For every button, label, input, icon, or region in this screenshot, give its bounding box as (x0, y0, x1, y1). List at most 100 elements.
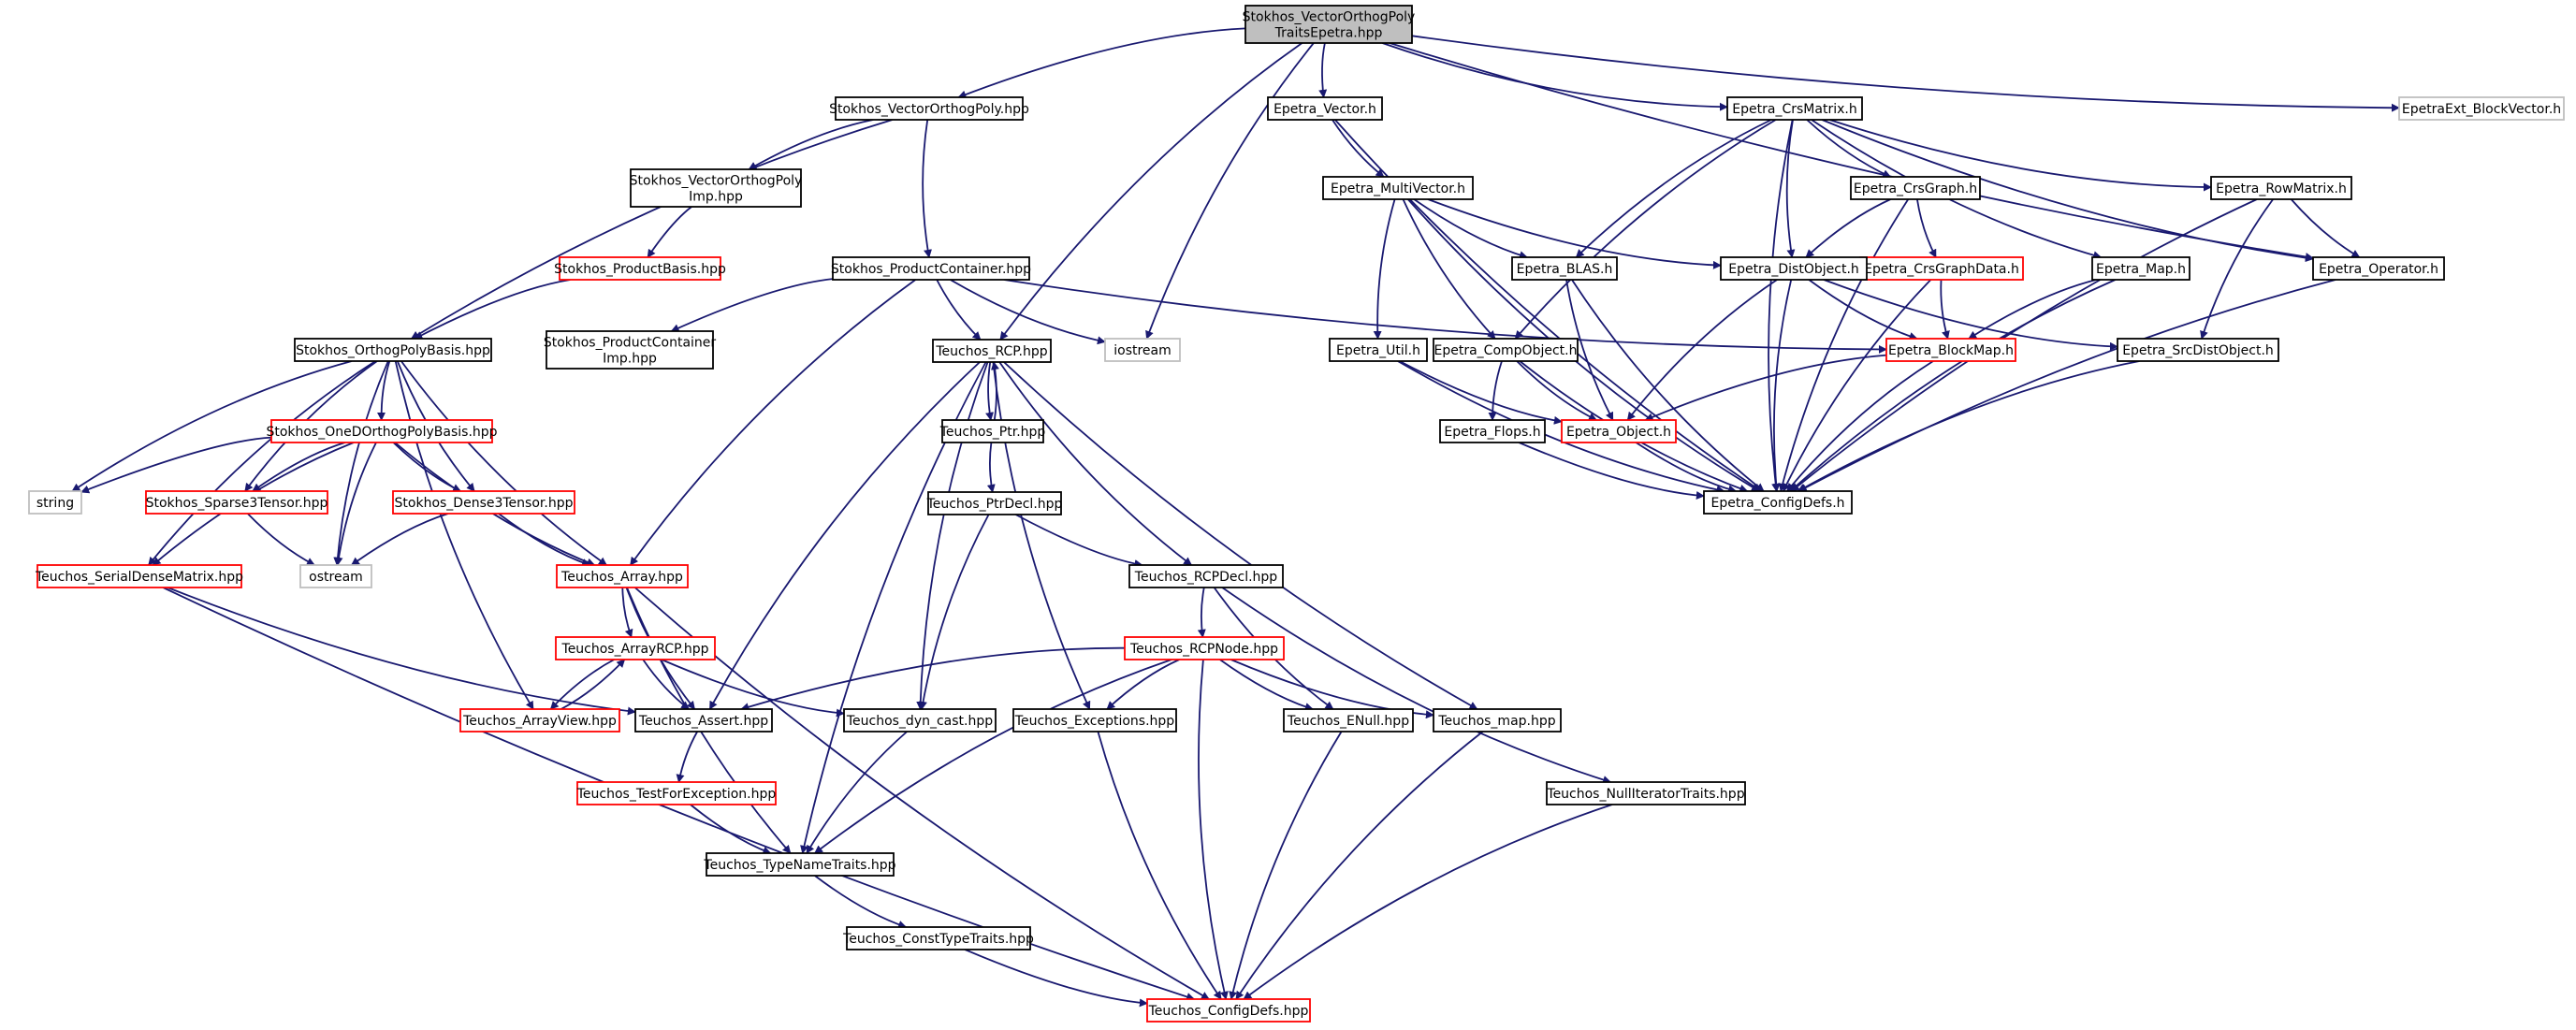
node-arrayrcp-label: Teuchos_ArrayRCP.hpp (561, 642, 709, 657)
node-object[interactable]: Epetra_Object.h (1561, 419, 1677, 443)
edge-ptr-to-ptrdecl (986, 442, 996, 493)
node-vop[interactable]: Stokhos_VectorOrthogPoly.hpp (829, 96, 1029, 121)
node-orthog-box (294, 338, 492, 362)
node-ptr[interactable]: Teuchos_Ptr.hpp (939, 419, 1046, 443)
node-iostream-label: iostream (1113, 343, 1172, 358)
node-distobject[interactable]: Epetra_DistObject.h (1720, 256, 1868, 281)
node-object-label: Epetra_Object.h (1566, 425, 1671, 440)
edge-serialdense-to-configdefs (162, 587, 1196, 1001)
node-crsmatrix[interactable]: Epetra_CrsMatrix.h (1726, 96, 1863, 121)
edge-rcpnode-to-exceptions (1106, 659, 1180, 710)
node-util[interactable]: Epetra_Util.h (1329, 338, 1428, 362)
node-prodcontimp-box (546, 330, 714, 370)
edge-crsgraphdata-to-blockmap (1940, 279, 1950, 340)
node-crsgraph[interactable]: Epetra_CrsGraph.h (1850, 176, 1981, 200)
node-crsmatrix-label: Epetra_CrsMatrix.h (1732, 102, 1856, 117)
node-srcdist[interactable]: Epetra_SrcDistObject.h (2117, 338, 2279, 362)
node-nulliter-box (1546, 781, 1746, 805)
node-enull[interactable]: Teuchos_ENull.hpp (1283, 708, 1414, 733)
edge-assert-to-testforexc (676, 731, 698, 783)
node-flops[interactable]: Epetra_Flops.h (1439, 419, 1546, 443)
node-arrayview[interactable]: Teuchos_ArrayView.hpp (459, 708, 620, 733)
node-srcdist-box (2117, 338, 2279, 362)
node-blockmap[interactable]: Epetra_BlockMap.h (1885, 338, 2016, 362)
node-epmap[interactable]: Epetra_Map.h (2091, 256, 2190, 281)
node-exceptions-box (1012, 708, 1177, 733)
node-testforexc-box (576, 781, 777, 805)
node-oned-box (270, 419, 493, 443)
node-oned[interactable]: Stokhos_OneDOrthogPolyBasis.hpp (266, 419, 498, 443)
node-string[interactable]: string (28, 490, 82, 515)
node-oned-label: Stokhos_OneDOrthogPolyBasis.hpp (266, 425, 497, 440)
node-rowmatrix-label: Epetra_RowMatrix.h (2216, 181, 2347, 196)
node-rowmatrix[interactable]: Epetra_RowMatrix.h (2210, 176, 2352, 200)
node-rowmatrix-box (2210, 176, 2352, 200)
edge-rcpnode-to-map (1230, 659, 1434, 719)
edge-vop-to-prodcont (922, 119, 932, 258)
node-operator[interactable]: Epetra_Operator.h (2312, 256, 2445, 281)
node-prodcont-box (832, 256, 1030, 281)
node-rcpdecl[interactable]: Teuchos_RCPDecl.hpp (1128, 564, 1284, 588)
node-array[interactable]: Teuchos_Array.hpp (556, 564, 689, 588)
node-typename-label: Teuchos_TypeNameTraits.hpp (703, 858, 895, 873)
edge-distobject-to-blockmap (1808, 279, 1918, 341)
edge-multivector-to-compobject (1402, 198, 1496, 340)
node-array-box (556, 564, 689, 588)
node-epconfig[interactable]: Epetra_ConfigDefs.h (1703, 490, 1853, 515)
edge-rcpdecl-to-nulliter (1221, 587, 1612, 784)
node-rcp-box (932, 339, 1052, 363)
node-rcpnode[interactable]: Teuchos_RCPNode.hpp (1124, 636, 1285, 660)
node-multivector[interactable]: Epetra_MultiVector.h (1322, 176, 1474, 200)
node-epvector[interactable]: Epetra_Vector.h (1267, 96, 1383, 121)
node-prodbasis[interactable]: Stokhos_ProductBasis.hpp (554, 256, 726, 281)
node-dense3[interactable]: Stokhos_Dense3Tensor.hpp (392, 490, 575, 515)
node-assert-box (634, 708, 773, 733)
node-map[interactable]: Teuchos_map.hpp (1433, 708, 1562, 733)
node-testforexc[interactable]: Teuchos_TestForException.hpp (576, 781, 777, 805)
node-sparse3[interactable]: Stokhos_Sparse3Tensor.hpp (145, 490, 328, 515)
node-typename[interactable]: Teuchos_TypeNameTraits.hpp (703, 852, 896, 877)
node-configdefs-label: Teuchos_ConfigDefs.hpp (1148, 1004, 1309, 1019)
edge-multivector-to-util (1373, 198, 1396, 340)
edge-prodcont-to-iostream (950, 279, 1106, 345)
node-ptr-label: Teuchos_Ptr.hpp (939, 425, 1046, 440)
node-orthog[interactable]: Stokhos_OrthogPolyBasis.hpp (294, 338, 492, 362)
node-crsgraphdata[interactable]: Epetra_CrsGraphData.h (1859, 256, 2024, 281)
node-rcpnode-label: Teuchos_RCPNode.hpp (1129, 642, 1278, 657)
node-configdefs[interactable]: Teuchos_ConfigDefs.hpp (1146, 998, 1311, 1023)
edge-crsmatrix-to-compobject (1514, 119, 1777, 340)
node-crsgraphdata-box (1859, 256, 2024, 281)
node-blockvector[interactable]: EpetraExt_BlockVector.h (2398, 96, 2565, 121)
edge-root-to-epvector (1318, 42, 1328, 98)
edge-arrayrcp-to-arrayview (549, 659, 615, 710)
node-root-label: Stokhos_VectorOrthogPoly (1243, 10, 1416, 25)
node-ostream[interactable]: ostream (299, 564, 372, 588)
node-consttype-box (846, 926, 1031, 950)
node-prodcont[interactable]: Stokhos_ProductContainer.hpp (831, 256, 1031, 281)
node-consttype[interactable]: Teuchos_ConstTypeTraits.hpp (842, 926, 1034, 950)
node-arrayview-label: Teuchos_ArrayView.hpp (462, 714, 617, 729)
edge-operator-to-epconfig (1797, 279, 2336, 492)
node-assert[interactable]: Teuchos_Assert.hpp (634, 708, 773, 733)
node-dyncast[interactable]: Teuchos_dyn_cast.hpp (843, 708, 997, 733)
edge-rcpdecl-to-rcpnode (1197, 587, 1206, 638)
node-compobject[interactable]: Epetra_CompObject.h (1433, 338, 1579, 362)
node-arrayview-box (459, 708, 620, 733)
node-blas[interactable]: Epetra_BLAS.h (1511, 256, 1618, 281)
edge-multivector-to-blas (1413, 198, 1528, 259)
node-iostream-box (1104, 338, 1181, 362)
node-iostream[interactable]: iostream (1104, 338, 1181, 362)
edge-epmap-to-blockmap (1968, 279, 2097, 340)
node-arrayrcp[interactable]: Teuchos_ArrayRCP.hpp (555, 636, 716, 660)
node-blas-box (1511, 256, 1618, 281)
node-serialdense[interactable]: Teuchos_SerialDenseMatrix.hpp (35, 564, 243, 588)
node-rcp-label: Teuchos_RCP.hpp (935, 344, 1047, 359)
node-exceptions[interactable]: Teuchos_Exceptions.hpp (1012, 708, 1177, 733)
node-multivector-box (1322, 176, 1474, 200)
node-ptrdecl[interactable]: Teuchos_PtrDecl.hpp (926, 491, 1063, 515)
node-rcp[interactable]: Teuchos_RCP.hpp (932, 339, 1052, 363)
node-nulliter[interactable]: Teuchos_NullIteratorTraits.hpp (1546, 781, 1746, 805)
